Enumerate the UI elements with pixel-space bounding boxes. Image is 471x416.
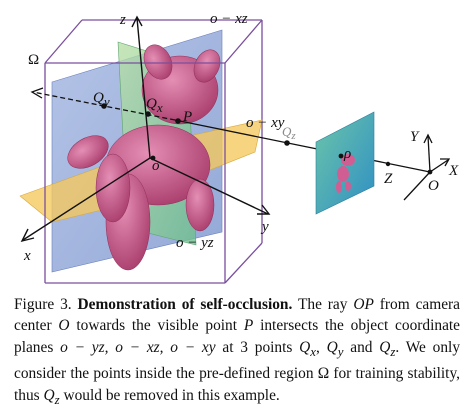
pink-object [67,44,221,271]
origin-o-label: o [152,158,160,174]
caption-math-qy-sub: y [337,344,344,359]
caption-math-op: OP [353,296,374,313]
caption-math-qz: Q [379,338,391,356]
caption-math-qy: Q [326,338,338,356]
figure-caption: Figure 3. Demonstration of self-occlusio… [14,294,460,411]
caption-math-qx: Q [299,338,311,356]
caption-text: towards the visible point [69,317,244,335]
camera-center-marker [427,169,433,175]
object-axes [20,15,271,243]
caption-text: . We only consider the points inside the… [14,338,461,383]
point-p-label: P [182,109,192,125]
x-axis-label: x [23,248,31,264]
camera-x-label: X [448,163,459,179]
region-box-front [44,62,263,284]
caption-text: , [316,338,327,356]
self-occlusion-figure: z x y o − xz o − xy o − yz Ω Qy Qx Qz P … [19,11,459,284]
caption-title: Demonstration of self-occlusion. [77,296,293,313]
caption-math-qz: Q [43,386,55,404]
q-y-label: Qy [93,90,110,109]
z-axis-label: z [119,12,126,28]
caption-math-qz-sub: z [390,344,396,359]
q-z-label: Qz [282,124,296,142]
caption-text: for training stability, thus [14,365,460,404]
caption-text: at 3 points [215,338,300,356]
camera-axes [403,133,451,201]
plane-o-yz-label: o − yz [176,235,214,251]
image-point-marker [338,153,344,159]
caption-text: intersects the object coordinate planes [14,317,461,356]
image-object [336,154,355,193]
camera-y-label: Y [410,129,420,145]
caption-text: would be removed in this example. [59,386,280,404]
caption-text: from camera center [14,296,460,335]
intersection-points [101,103,290,161]
camera-o-label: O [428,178,439,194]
region-omega-label: Ω [28,52,39,68]
plane-o-xz-label: o − xz [210,11,248,27]
caption-math-qx-sub: x [310,344,316,359]
q-x-label: Qx [146,96,163,115]
camera-z-marker [385,161,391,167]
image-point-label: ρ [343,146,351,162]
caption-math-planes: o − yz, o − xz, o − xy [60,338,216,356]
caption-text: The ray [292,296,354,313]
caption-text: and [343,338,380,356]
caption-math-omega: Ω [317,365,330,383]
caption-math-qz-sub: z [54,392,60,407]
camera-z-label: Z [384,171,393,187]
caption-math-p: P [243,317,254,335]
caption-prefix: Figure 3. [14,296,78,313]
plane-o-xy-label: o − xy [246,115,285,131]
caption-math-o: O [58,317,70,335]
y-axis-label: y [260,219,269,235]
